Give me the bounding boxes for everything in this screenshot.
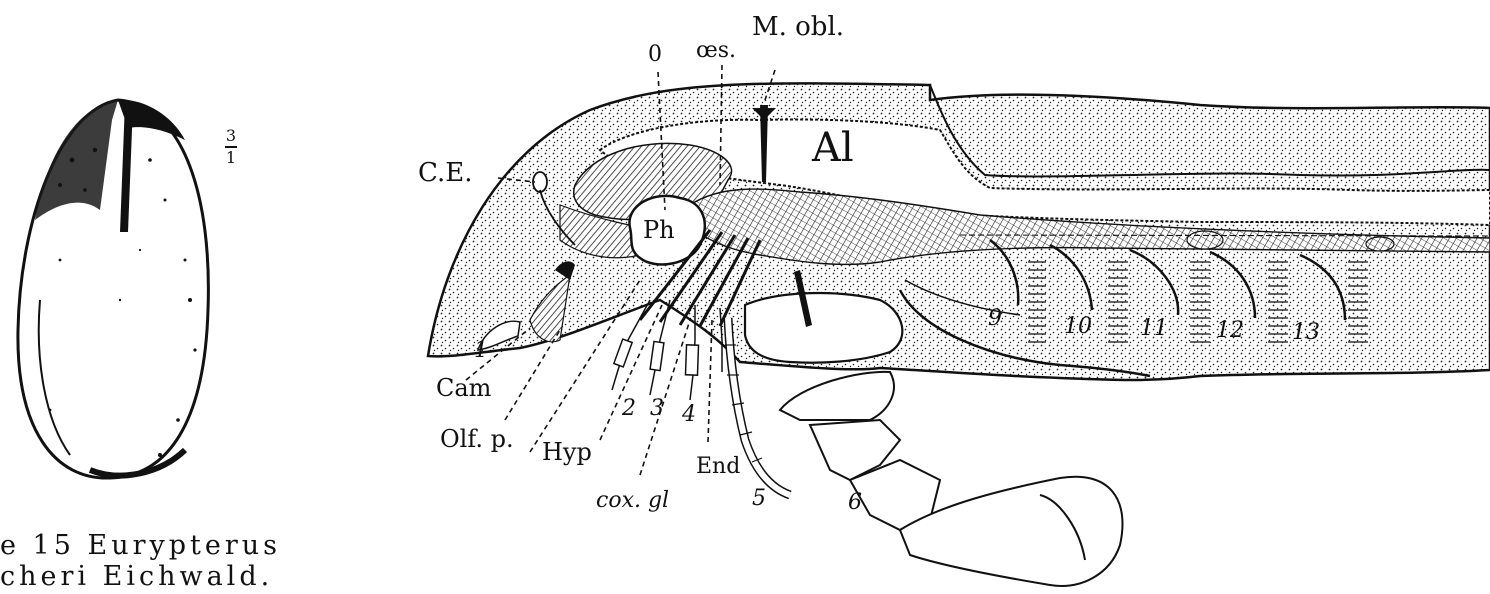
label-al: Al [812, 128, 854, 168]
sagittal-section [428, 83, 1490, 586]
label-segment-11: 11 [1140, 318, 1168, 340]
caption-line-1: e 15 Eurypterus [0, 530, 330, 561]
label-segment-13: 13 [1292, 322, 1320, 344]
label-appendage-1: 1 [474, 340, 488, 362]
scale-denominator: 1 [225, 150, 237, 166]
label-appendage-3: 3 [650, 398, 664, 420]
label-o: 0 [648, 44, 662, 66]
label-appendage-4: 4 [682, 404, 696, 426]
label-ce: C.E. [418, 160, 472, 186]
label-appendage-5: 5 [752, 488, 766, 510]
caption-line-2: cheri Eichwald. [0, 561, 330, 592]
scale-numerator: 3 [225, 128, 237, 144]
ventral-cavity [745, 293, 902, 363]
eurypterus-egg-figure [18, 100, 208, 478]
label-oesophagus: œs. [696, 40, 736, 62]
figure-caption: e 15 Eurypterus cheri Eichwald. [0, 530, 330, 592]
label-appendage-2: 2 [622, 398, 636, 420]
label-cam: Cam [436, 376, 491, 400]
label-end: End [696, 456, 740, 478]
label-olf-p: Olf. p. [440, 427, 514, 451]
scale-fraction: 3 1 [225, 128, 237, 166]
label-appendage-6: 6 [848, 492, 862, 514]
leg-6-paddle [780, 372, 1123, 586]
label-cox-gl: cox. gl [596, 490, 669, 512]
label-hyp: Hyp [542, 440, 592, 464]
label-ph: Ph [643, 218, 675, 242]
label-segment-9: 9 [988, 308, 1002, 330]
label-m-obl: M. obl. [752, 14, 844, 40]
label-segment-10: 10 [1064, 316, 1092, 338]
label-segment-12: 12 [1216, 320, 1244, 342]
